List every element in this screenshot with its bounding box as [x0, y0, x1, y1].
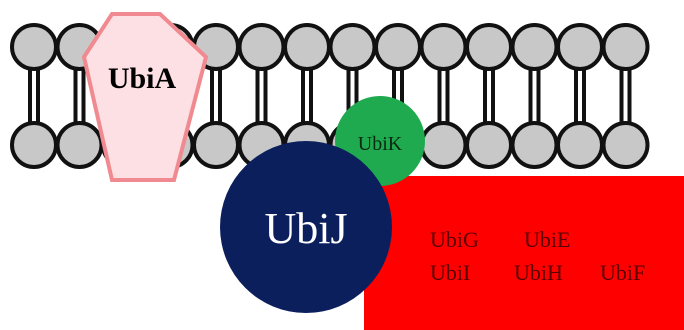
- ubia-label: UbiA: [108, 62, 177, 95]
- lipid-head: [465, 121, 513, 169]
- lipid-head: [328, 23, 377, 71]
- ubik-label: UbiK: [358, 133, 403, 155]
- complex-label-ubih: UbiH: [514, 260, 563, 285]
- ubia-protein: [81, 12, 209, 182]
- lipid-head: [10, 121, 58, 169]
- complex-label-ubif: UbiF: [600, 260, 645, 285]
- ubi-complex-block: [364, 176, 684, 330]
- ubi-complex-labels: UbiG UbiE UbiI UbiH UbiF: [430, 227, 645, 285]
- lipid-head: [465, 23, 513, 71]
- complex-label-ubig: UbiG: [430, 227, 479, 252]
- lipid-head: [510, 121, 559, 169]
- lipid-head: [374, 23, 422, 71]
- lipid-head: [419, 23, 468, 71]
- ubij-label: UbiJ: [264, 204, 347, 253]
- lipid-head: [601, 23, 650, 71]
- lipid-head: [283, 23, 331, 71]
- lipid-head: [10, 23, 58, 71]
- lipid-head: [419, 121, 468, 169]
- lipid-head: [192, 121, 240, 169]
- lipid-head: [601, 121, 650, 169]
- lipid-head: [55, 121, 104, 169]
- complex-label-ubie: UbiE: [524, 227, 570, 252]
- complex-label-ubii: UbiI: [430, 260, 470, 285]
- lipid-head: [510, 23, 559, 71]
- lipid-head: [556, 121, 604, 169]
- lipid-head: [556, 23, 604, 71]
- lipid-head: [237, 23, 286, 71]
- ubij-protein: [220, 141, 392, 313]
